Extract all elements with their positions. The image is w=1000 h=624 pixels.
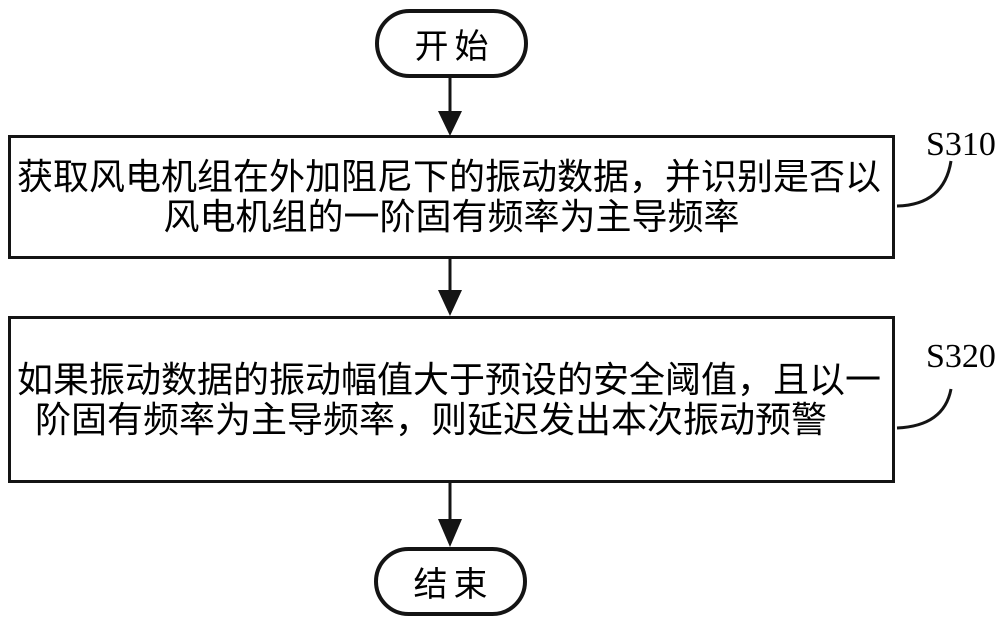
arrow-step1-to-step2 (438, 259, 462, 316)
step-s320-text-line1: 如果振动数据的振动幅值大于预设的安全阈值，且以一 (17, 359, 882, 400)
step-s320-text-line2: 阶固有频率为主导频率，则延迟发出本次振动预警 (35, 399, 828, 440)
step-label-s310: S310 (926, 126, 996, 163)
step-label-s320: S320 (926, 338, 996, 375)
process-step-s320: 如果振动数据的振动幅值大于预设的安全阈值，且以一 阶固有频率为主导频率，则延迟发… (8, 316, 895, 483)
end-node: 结束 (374, 547, 527, 616)
leader-curve-s320 (896, 388, 953, 430)
start-node-label: 开始 (414, 29, 495, 66)
start-node: 开始 (375, 9, 528, 78)
leader-curve-s310 (896, 160, 953, 208)
end-node-label: 结束 (413, 567, 494, 604)
step-s310-text-line2: 风电机组的一阶固有频率为主导频率 (163, 197, 740, 237)
arrow-step2-to-end (438, 483, 462, 547)
step-s310-text-line1: 获取风电机组在外加阻尼下的振动数据，并识别是否以 (17, 157, 882, 197)
arrow-start-to-step1 (438, 77, 462, 136)
process-step-s310: 获取风电机组在外加阻尼下的振动数据，并识别是否以 风电机组的一阶固有频率为主导频… (8, 135, 895, 259)
